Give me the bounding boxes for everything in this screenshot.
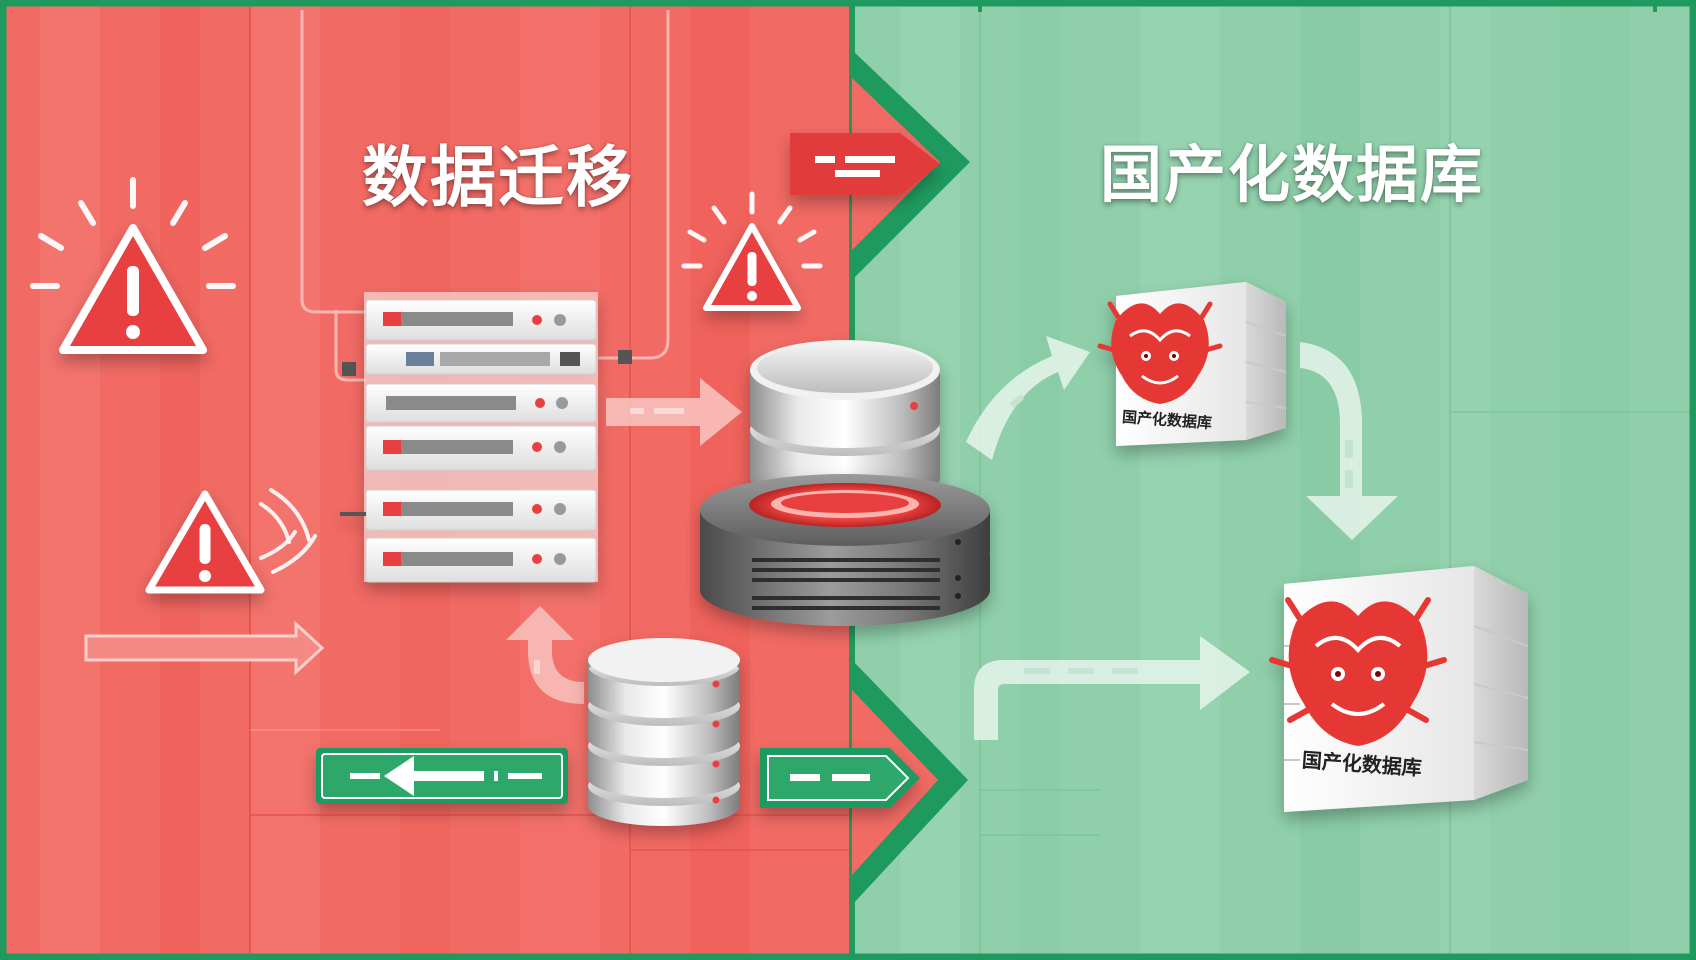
rack-unit <box>365 537 597 583</box>
arrow-icon <box>506 606 584 704</box>
rack-unit <box>365 489 597 531</box>
green-arrow-left <box>316 748 568 804</box>
top-red-arrow <box>790 133 940 195</box>
rack-unit <box>365 299 597 341</box>
server-rack-icon <box>340 292 598 583</box>
arrow-icon <box>606 378 742 446</box>
warning-icon <box>30 177 236 354</box>
green-arrow-right <box>760 748 920 808</box>
domestic-db-box-large <box>1269 566 1529 812</box>
warning-icon <box>681 191 823 311</box>
dragon-seal-icon <box>1097 301 1223 404</box>
arrow-icon <box>84 620 325 676</box>
rack-unit <box>365 425 597 471</box>
warning-icon <box>145 488 317 594</box>
database-icon <box>750 340 940 504</box>
dragon-seal-icon <box>1269 597 1447 746</box>
rack-unit <box>365 383 597 423</box>
database-icon <box>588 638 740 826</box>
rack-unit <box>365 343 597 375</box>
arrow-icon <box>974 636 1250 740</box>
domestic-database-title: 国产化数据库 <box>1100 138 1485 211</box>
connector-wires <box>300 10 670 382</box>
arrow-icon <box>966 336 1090 460</box>
arrow-icon <box>1300 342 1398 540</box>
domestic-db-box-small <box>1097 282 1287 446</box>
database-icon <box>700 474 990 626</box>
migration-title: 数据迁移 <box>362 139 634 216</box>
